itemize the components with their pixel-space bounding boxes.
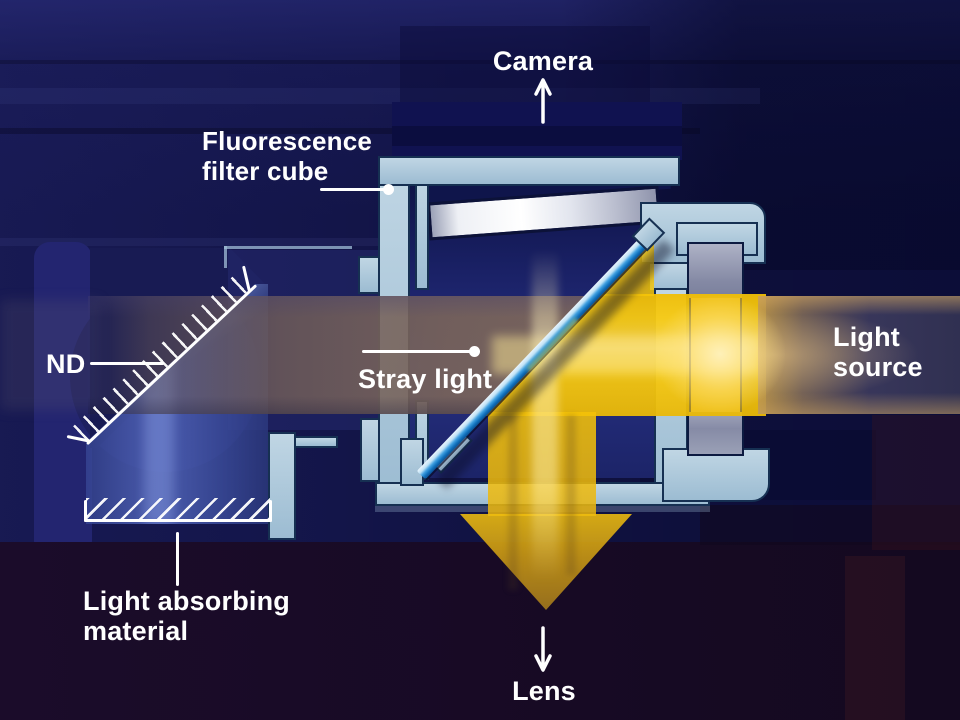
light-absorbing-material-label: Light absorbing material <box>83 586 290 646</box>
bg-band-4 <box>0 60 960 64</box>
nd-label: ND <box>46 349 86 379</box>
cube-left-tab-lower <box>360 418 380 482</box>
absorber-hatching <box>86 498 270 519</box>
absorber-surface <box>84 519 272 522</box>
camera-label: Camera <box>492 46 594 76</box>
bottom-right-shadow <box>700 505 960 545</box>
right-edge-maroon-band <box>872 415 960 550</box>
bottom-dark-strip <box>0 542 960 720</box>
absorber-leader-line <box>176 532 179 586</box>
stray-light-leader-dot <box>469 346 480 357</box>
camera-mount-groove <box>392 126 682 146</box>
bg-band-1 <box>0 88 760 104</box>
cube-left-wall-lining-top <box>415 178 429 290</box>
mid-left-ledge <box>294 436 338 448</box>
reflected-beam-bright-streak <box>532 250 558 580</box>
excitation-beam-source-side <box>758 296 960 414</box>
lens-arrow-down-icon <box>534 626 552 672</box>
duct-top-edge-vertical <box>224 246 227 268</box>
duct-top-edge <box>224 246 352 249</box>
bg-band-2 <box>0 128 700 134</box>
camera-arrow-up-icon <box>534 78 552 124</box>
dichroic-bracket-vertical <box>400 438 424 486</box>
fluorescence-filter-cube-label: Fluorescence filter cube <box>202 126 373 186</box>
nd-leader-line <box>90 362 164 365</box>
absorber-end-tick-left <box>84 500 87 522</box>
absorber-end-tick-right <box>269 500 272 522</box>
cube-top-wall <box>378 156 680 186</box>
lens-bottom-holder <box>662 448 770 502</box>
reflected-beam-dark-streak-left <box>508 415 518 590</box>
light-source-label: Light source <box>833 322 923 382</box>
bg-band-3 <box>0 238 520 246</box>
stray-light-label: Stray light <box>358 364 493 394</box>
fluorescence-leader-line <box>320 188 386 191</box>
cube-left-tab-upper <box>358 256 380 294</box>
stray-light-leader-line <box>362 350 472 353</box>
fluorescence-leader-dot <box>383 184 394 195</box>
bottom-maroon-hint <box>845 556 905 720</box>
camera-mount-upper-block <box>400 26 650 102</box>
lens-hotspot-glow <box>655 296 785 412</box>
stray-light-left-haze <box>0 300 100 410</box>
reflected-beam-dark-streak-right <box>566 415 576 575</box>
lens-label: Lens <box>512 676 576 706</box>
mid-left-wall <box>268 432 296 540</box>
